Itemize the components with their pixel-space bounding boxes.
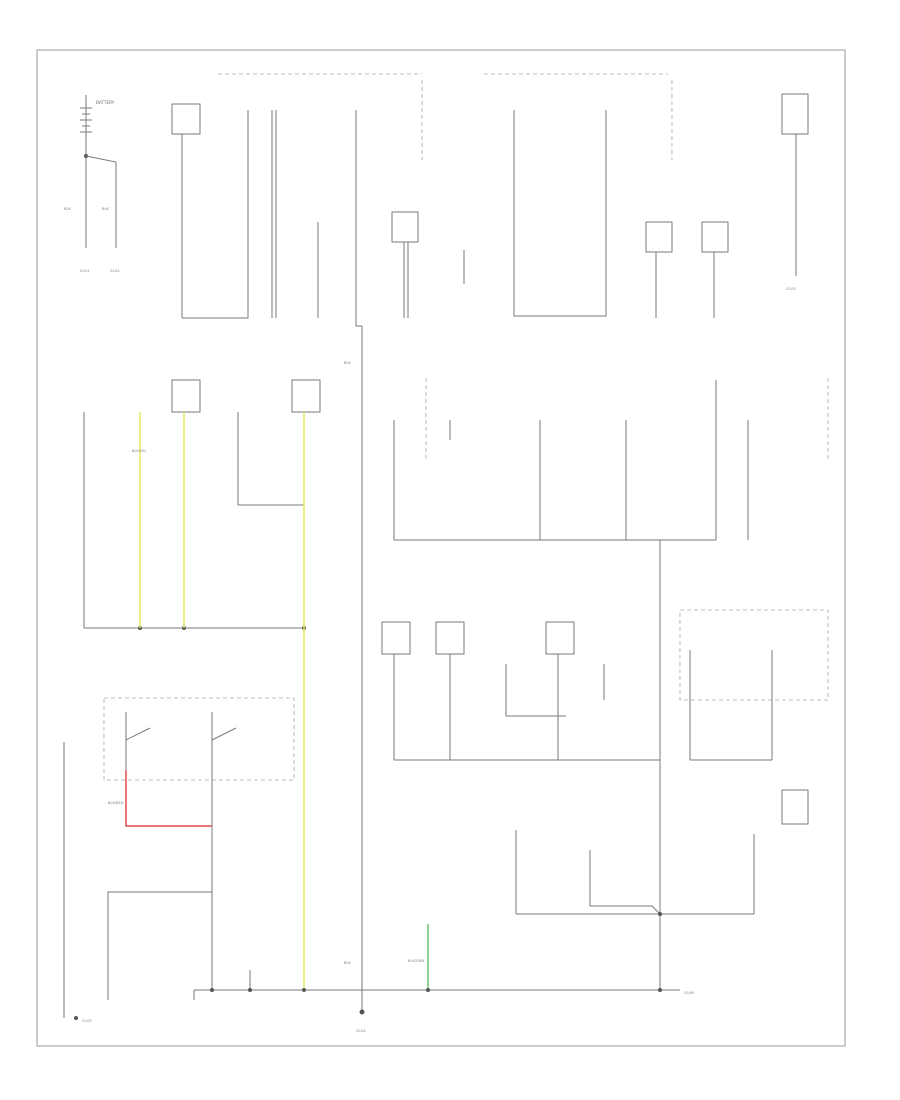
- wire-tag-blk-2: BLK: [102, 207, 109, 211]
- lower-right-components: [381, 621, 773, 761]
- main-trunk: G104: [356, 326, 366, 1033]
- middle-right-switch-bank: [393, 380, 749, 990]
- wire-tag-blk-3: BLK: [344, 361, 351, 365]
- wire-tag-blk-4: BLK: [344, 961, 351, 965]
- top-row-components: G103: [171, 93, 809, 327]
- ground-label-g101: G101: [80, 269, 90, 273]
- ground-label-g102: G102: [110, 269, 120, 273]
- ground-bus: G106: [193, 970, 694, 1000]
- battery-label: BATTERY: [96, 100, 115, 105]
- wire-tag-blk-1: BLK: [64, 207, 71, 211]
- ground-label-g103: G103: [786, 287, 796, 291]
- red-wire: [125, 770, 212, 827]
- wire-tag-blk-red: BLK/RED: [108, 801, 124, 805]
- middle-left-cluster: [83, 379, 321, 630]
- partition-lines: [103, 73, 829, 781]
- diagram-frame: [36, 49, 846, 1047]
- wire-tag-blk-grn: BLK/GRN: [408, 959, 424, 963]
- ground-label-g106: G106: [684, 991, 694, 995]
- colored-wires: [125, 412, 429, 990]
- bottom-left-relays: G105: [63, 712, 237, 1023]
- ground-label-g105: G105: [82, 1019, 92, 1023]
- wire-color-tags: BLK BLK BLK BLK BLK/RED BLK/GRN BLK/YEL: [64, 207, 424, 965]
- ground-label-g104: G104: [356, 1029, 366, 1033]
- battery-symbol: BATTERY G101 G102: [80, 95, 120, 273]
- wire-tag-blk-yel: BLK/YEL: [132, 449, 147, 453]
- bottom-right-cluster: [515, 789, 809, 916]
